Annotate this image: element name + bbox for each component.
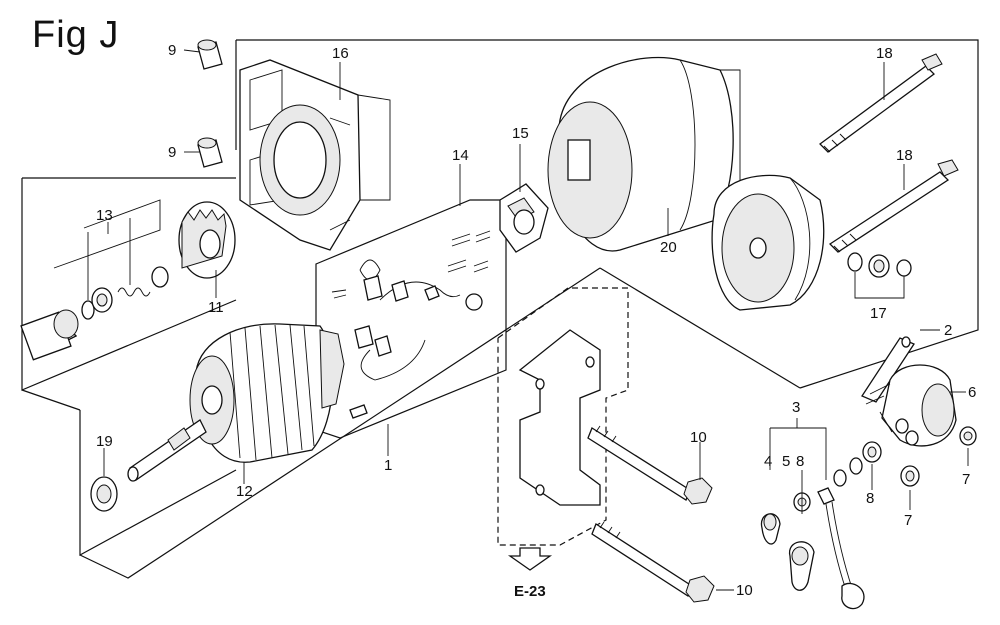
reference-arrow [507,547,553,571]
callout-7-lower: 7 [904,512,912,529]
terminal-5 [789,541,815,591]
assembly-frame-outer [21,39,979,579]
bolt-10-top [587,425,713,505]
strap-2 [861,336,915,403]
solenoid-6 [865,364,957,447]
leader-lines [103,49,969,591]
callout-10-top: 10 [690,429,707,446]
washer-19 [90,476,118,512]
callout-14: 14 [452,147,469,164]
terminal-cap-4 [760,513,781,545]
nut-7-right [959,426,977,446]
callout-13: 13 [96,207,113,224]
callout-17: 17 [870,305,887,322]
callout-3: 3 [792,399,800,416]
callout-10-bottom: 10 [736,582,753,599]
through-bolt-18-top [819,53,943,153]
washer-8-right [833,441,882,487]
callout-20: 20 [660,239,677,256]
front-housing-16 [239,59,391,251]
drive-sleeve-13 [20,309,79,361]
nut-7-lower [900,465,920,487]
callout-8-right: 8 [866,490,874,507]
callout-1: 1 [384,457,392,474]
figure-title: Fig J [32,14,120,56]
reference-label: E-23 [514,583,546,600]
bolt-10-bottom [591,521,715,603]
callout-4: 4 [764,453,772,470]
callout-numbers: 9 9 16 13 11 14 15 20 18 18 17 2 6 7 7 8… [96,42,976,599]
brush-retainer-15 [499,183,549,253]
callout-18-top: 18 [876,45,893,62]
callout-11: 11 [208,299,224,316]
fasteners-17 [847,252,912,299]
callout-6: 6 [968,384,976,401]
brush-set-14 [331,259,483,419]
through-bolt-18-bottom [828,159,959,253]
yoke-20 [547,56,741,252]
callout-18-bottom: 18 [896,147,913,164]
callout-5: 5 [782,453,790,470]
washers-13 [81,266,169,320]
callout-9-top: 9 [168,42,176,59]
bracket-3-lines [769,418,827,480]
mounting-bracket [518,329,601,506]
armature-12 [127,323,345,482]
bushing-9-top [197,39,223,70]
bushing-9-bottom [197,137,223,168]
callout-2: 2 [944,322,952,339]
pinion-gear-11 [178,201,236,279]
brush-springs-14 [447,230,491,273]
callout-16: 16 [332,45,349,62]
callout-8-left: 8 [796,453,804,470]
callout-9-bottom: 9 [168,144,176,161]
callout-12: 12 [236,483,253,500]
callout-19: 19 [96,433,113,450]
callout-15: 15 [512,125,529,142]
bracket-dashed-box [497,287,629,546]
callout-7-right: 7 [962,471,970,488]
cable-3 [817,487,865,610]
rear-cover [711,174,825,311]
bracket-13-lines [53,199,161,300]
